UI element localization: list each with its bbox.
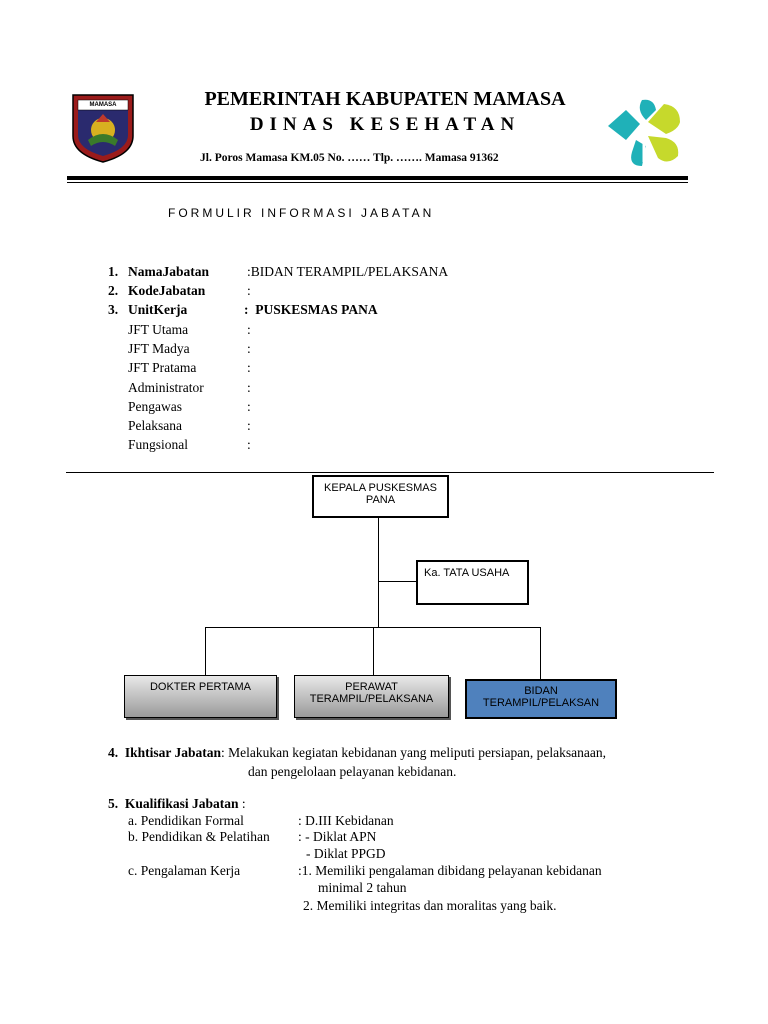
qualification-a-value: : D.III Kebidanan — [298, 813, 394, 828]
section-4-ikhtisar: 4. Ikhtisar Jabatan: Melakukan kegiatan … — [108, 745, 606, 761]
info-row-kode-jabatan: 2. KodeJabatan : — [108, 283, 251, 302]
qualification-b-value-1: : - Diklat APN — [298, 829, 377, 844]
info-number: 2. — [108, 283, 119, 298]
info-label: Fungsional — [128, 437, 189, 452]
info-row-unit-kerja: 3. UnitKerja : PUSKESMAS PANA — [108, 302, 378, 321]
section-label: Kualifikasi Jabatan — [124, 796, 239, 811]
qualification-b-value-2: - Diklat PPGD — [306, 846, 386, 861]
qualification-c-value-2: 2. Memiliki integritas dan moralitas yan… — [303, 898, 557, 913]
info-number: 3. — [108, 302, 119, 317]
section-label: Ikhtisar Jabatan — [124, 745, 222, 760]
org-box-label: BIDAN — [524, 685, 558, 697]
info-number: 1. — [108, 264, 119, 279]
info-colon: : — [247, 437, 251, 452]
info-value: PUSKESMAS PANA — [255, 302, 378, 317]
info-label: KodeJabatan — [128, 283, 206, 298]
org-connector-left — [205, 627, 206, 675]
kemenkes-logo — [606, 96, 684, 168]
org-box-label: DOKTER PERTAMA — [149, 681, 252, 693]
section-number: 4. — [108, 745, 119, 760]
header-address: Jl. Poros Mamasa KM.05 No. …… Tlp. ……. M… — [200, 152, 499, 164]
info-colon: : — [247, 418, 251, 433]
org-box-perawat: PERAWAT TERAMPIL/PELAKSANA — [294, 675, 449, 718]
org-connector-center — [373, 627, 374, 675]
header-rule-thin — [67, 182, 688, 183]
qualification-c-value-1b: minimal 2 tahun — [318, 880, 407, 895]
info-colon: : — [244, 302, 249, 317]
section-divider — [66, 472, 714, 473]
mamasa-emblem-logo: MAMASA — [70, 92, 136, 164]
info-colon: : — [247, 341, 251, 356]
section-text: : Melakukan kegiatan kebidanan yang meli… — [221, 745, 607, 760]
org-connector-admin — [378, 581, 417, 582]
info-label: Administrator — [128, 380, 204, 395]
org-box-tata-usaha: Ka. TATA USAHA — [416, 560, 529, 605]
header-rule-thick — [67, 176, 688, 180]
org-box-kepala-puskesmas: KEPALA PUSKESMAS PANA — [312, 475, 449, 518]
info-label: UnitKerja — [128, 302, 188, 317]
section-4-continuation: dan pengelolaan pelayanan kebidanan. — [248, 764, 457, 779]
org-box-label: TERAMPIL/PELAKSAN — [482, 697, 600, 709]
info-colon: : — [247, 360, 251, 375]
qualification-c-label: c. Pengalaman Kerja — [128, 863, 241, 878]
qualification-b-label: b. Pendidikan & Pelatihan — [128, 829, 270, 844]
qualification-a-label: a. Pendidikan Formal — [128, 813, 244, 828]
info-label: JFT Pratama — [128, 360, 197, 375]
info-label: Pelaksana — [128, 418, 182, 433]
section-number: 5. — [108, 796, 119, 811]
org-connector-main — [378, 518, 379, 628]
org-box-label: KEPALA PUSKESMAS — [324, 482, 437, 494]
header-government-title: PEMERINTAH KABUPATEN MAMASA — [204, 88, 566, 110]
org-box-label: Ka. TATA USAHA — [424, 567, 510, 579]
info-colon: : — [247, 322, 251, 337]
org-box-label: PERAWAT — [345, 681, 398, 693]
info-label: Pengawas — [128, 399, 182, 414]
section-colon: : — [238, 796, 246, 811]
qualification-c-value-1: :1. Memiliki pengalaman dibidang pelayan… — [298, 863, 602, 878]
emblem-text: MAMASA — [89, 102, 117, 108]
header-department-title: DINAS KESEHATAN — [249, 114, 521, 135]
org-box-dokter-pertama: DOKTER PERTAMA — [124, 675, 277, 718]
info-label: JFT Utama — [128, 322, 189, 337]
org-box-label: PANA — [365, 494, 396, 506]
org-box-label: TERAMPIL/PELAKSANA — [309, 693, 434, 705]
info-value: BIDAN TERAMPIL/PELAKSANA — [250, 264, 449, 279]
info-row-nama-jabatan: 1. NamaJabatan :BIDAN TERAMPIL/PELAKSANA — [108, 264, 448, 283]
info-colon: : — [247, 283, 251, 298]
info-label: JFT Madya — [128, 341, 190, 356]
info-colon: : — [247, 399, 251, 414]
org-connector-right — [540, 627, 541, 679]
section-5-kualifikasi: 5. Kualifikasi Jabatan : — [108, 796, 246, 812]
org-box-bidan-highlighted: BIDAN TERAMPIL/PELAKSAN — [465, 679, 617, 719]
form-title: FORMULIR INFORMASI JABATAN — [168, 206, 435, 220]
info-label: NamaJabatan — [128, 264, 210, 279]
info-colon: : — [247, 380, 251, 395]
info-colon: : — [247, 264, 251, 279]
